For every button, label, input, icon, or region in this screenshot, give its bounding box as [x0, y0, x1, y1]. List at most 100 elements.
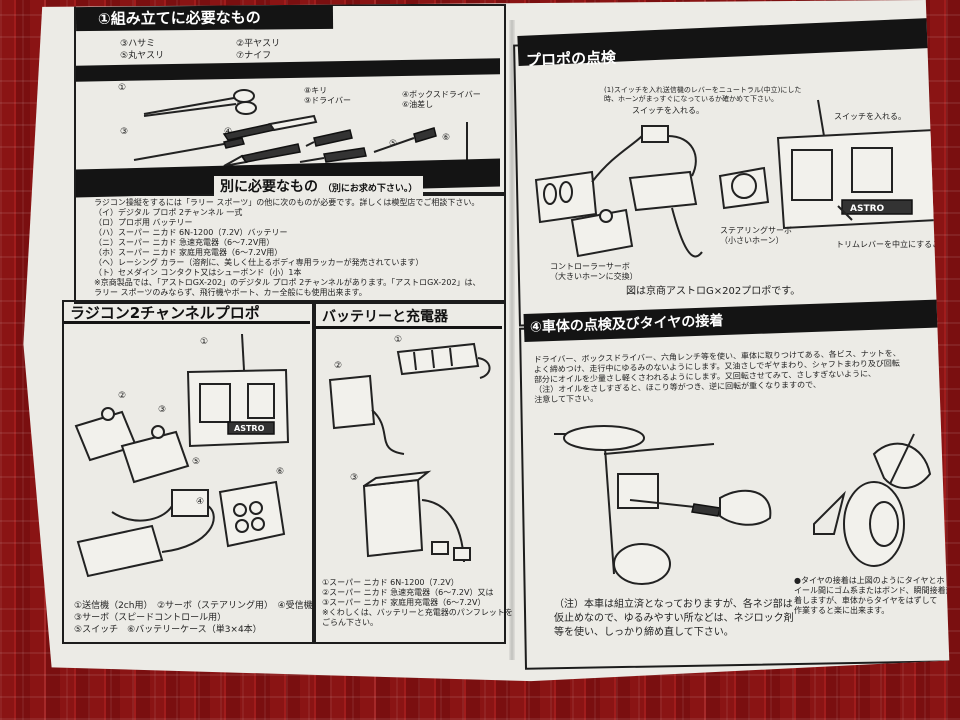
controller-servo-sub: （大きいホーンに交換） [550, 272, 638, 281]
required-line: （ト）セメダイン コンタクト又はシューボンド（小）1本 [94, 268, 302, 277]
tire-wheel-icon [813, 433, 932, 567]
tire-note: ●タイヤの接着は上図のようにタイヤとホ イール間にゴム系またはボンド、瞬間接着剤… [794, 576, 960, 616]
receiver-icon [171, 489, 209, 517]
battery-callout-1: ① [394, 335, 403, 345]
battery-legend-line: ③スーパー ニカド 家庭用充電器（6～7.2V） [322, 598, 486, 607]
steering-servo-label: ステアリングサーボ （小さいホーン） [720, 226, 792, 246]
battery-legend-line: ごらん下さい。 [322, 618, 378, 627]
page-spine [509, 20, 515, 660]
tools-col3: ⑧キリ ⑨ドライバー [304, 86, 351, 106]
radio-legend: ①送信機（2ch用） ②サーボ（ステアリング用） ④受信機 ③サーボ（スピードコ… [74, 600, 313, 636]
knife-icon [223, 143, 301, 167]
section-tools-title: ①組み立てに必要なもの [75, 4, 334, 32]
tire-note-line: ●タイヤの接着は上図のようにタイヤとホ [794, 576, 945, 585]
required-line: （ハ）スーパー ニカド 6N-1200（7.2V）バッテリー [94, 228, 288, 237]
probo-switch-label-2: スイッチを入れる。 [834, 112, 906, 121]
required-line: （ニ）スーパー ニカド 急速充電器（6～7.2V用） [94, 238, 275, 247]
tool-number-1: ① [118, 83, 127, 93]
tool-number-5: ⑤ [389, 139, 398, 149]
battery-pack-icon [396, 342, 491, 379]
transmitter-brand: ASTRO [234, 424, 265, 433]
battery-legend: ①スーパー ニカド 6N-1200（7.2V） ②スーパー ニカド 急速充電器（… [322, 578, 513, 628]
tools-col4: ④ボックスドライバー ⑥油差し [402, 90, 481, 110]
required-line: （ヘ）レーシング カラー（溶剤に、美しく仕上るボディ専用ラッカーが発売されていま… [94, 258, 424, 267]
radio-callout-3: ③ [158, 405, 167, 415]
round-file-icon [133, 137, 245, 161]
radio-set-illustration: ASTRO [74, 333, 290, 578]
section-radio-title: ラジコン2チャンネルプロポ [70, 304, 260, 322]
body-note-line: 等を使い、しっかり締め直して下さい。 [554, 627, 734, 638]
quick-charger-icon [328, 374, 405, 455]
scissors-icon [143, 89, 257, 117]
tire-note-line: 着しますが、車体からタイヤをはずして [794, 596, 938, 605]
driver-icon [299, 147, 367, 163]
battery-callout-3: ③ [350, 473, 359, 483]
receiver-box-icon [628, 170, 698, 212]
switch-unit-icon [641, 125, 669, 143]
tool-number-3: ③ [120, 127, 129, 137]
transmitter-icon: ASTRO [186, 333, 290, 448]
required-title-text: 別に必要なもの [220, 179, 318, 195]
switch-icon [76, 524, 164, 578]
probo-caption: 図は京商アストロG×202プロポです。 [626, 286, 801, 297]
required-line: （イ）デジタル プロポ 2チャンネル 一式 [94, 208, 243, 217]
section-required-title: 別に必要なもの （別にお求め下さい。） [214, 176, 424, 196]
probo-note: (1)スイッチを入れ送信機のレバーをニュートラル(中立)にした時、ホーンがまっす… [604, 86, 802, 103]
body-illustration [554, 425, 932, 585]
section-radio-panel [62, 300, 314, 644]
body-note-line: （注）本車は組立済となっておりますが、各ネジ部は [554, 599, 793, 610]
tool-number-6: ⑥ [442, 133, 451, 143]
required-line: （ホ）スーパー ニカド 家庭用充電器（6～7.2V用） [94, 248, 283, 257]
required-list: ラジコン操縦をするには「ラリー スポーツ」の他に次のものが必要です。詳しくは模型… [94, 198, 494, 298]
radio-callout-5: ⑤ [192, 457, 201, 467]
controller-servo-text: コントローラーサーボ [550, 262, 630, 271]
radio-legend-line: ⑤スイッチ ⑥バッテリーケース（単3×4本） [74, 625, 262, 635]
section-battery-rule [316, 326, 502, 329]
radio-legend-line: ①送信機（2ch用） ②サーボ（ステアリング用） ④受信機 [74, 601, 313, 611]
section-radio-rule [64, 321, 310, 324]
steering-servo-icon [718, 166, 770, 210]
tool-number-4: ④ [224, 127, 233, 137]
body-text: ドライバー、ボックスドライバー、六角レンチ等を使い、車体に取りつけてある、各ビス… [534, 349, 902, 405]
tools-col1: ③ハサミ ⑤丸ヤスリ [120, 38, 164, 62]
screwdriver-hand-icon [629, 489, 772, 526]
tool-awl: ⑧キリ [304, 86, 328, 95]
steering-servo-sub: （小さいホーン） [720, 236, 784, 245]
steering-servo-text: ステアリングサーボ [720, 226, 792, 235]
controller-servo-label: コントローラーサーボ （大きいホーンに交換） [550, 262, 638, 282]
probo-transmitter-icon: ASTRO [776, 99, 940, 230]
servo-speed-icon [120, 425, 190, 484]
tool-scissors: ③ハサミ [120, 39, 156, 49]
tool-oiler: ⑥油差し [402, 100, 434, 109]
trim-label: トリムレバーを中立にすること。 [836, 240, 957, 249]
tools-col2: ②平ヤスリ ⑦ナイフ [236, 38, 280, 62]
tire-note-line: 作業すると楽に出来ます。 [794, 606, 890, 615]
body-note-line: 仮止めなので、ゆるみやすい所などは、ネジロック剤 [554, 613, 794, 624]
radio-callout-1: ① [200, 337, 209, 347]
probo-switch-label: スイッチを入れる。 [632, 106, 704, 115]
tire-note-line: イール間にゴム系またはボンド、瞬間接着剤で接 [794, 586, 960, 595]
tool-box-driver: ④ボックスドライバー [402, 90, 481, 99]
section-probo-title: プロポの点検 [525, 48, 617, 70]
battery-illustration [328, 342, 491, 563]
required-subtitle: （別にお求め下さい。） [322, 184, 418, 194]
battery-legend-line: ②スーパー ニカド 急速充電器（6～7.2V）又は [322, 588, 494, 597]
tool-knife: ⑦ナイフ [236, 51, 272, 61]
controller-servo-icon [570, 208, 634, 258]
radio-callout-4: ④ [196, 497, 205, 507]
radio-legend-line: ③サーボ（スピードコントロール用） [74, 613, 227, 623]
required-line: ラジコン操縦をするには「ラリー スポーツ」の他に次のものが必要です。詳しくは模型… [94, 198, 480, 207]
tool-round-file: ⑤丸ヤスリ [120, 51, 165, 61]
battery-holder-icon [534, 170, 598, 224]
section-battery-title: バッテリーと充電器 [322, 309, 448, 325]
awl-icon [305, 129, 353, 147]
chassis-icon [554, 425, 715, 585]
probo-brand: ASTRO [850, 204, 885, 214]
box-driver-icon [373, 127, 437, 153]
required-line: ※京商製品では、「アストロGX-202」のデジタル プロポ 2チャンネルがありま… [94, 278, 481, 287]
required-line: （ロ）プロポ用 バッテリー [94, 218, 193, 227]
home-charger-icon [362, 470, 471, 563]
tool-flat-file: ②平ヤスリ [236, 39, 281, 49]
flat-file-icon [222, 114, 318, 141]
battery-callout-2: ② [334, 361, 343, 371]
